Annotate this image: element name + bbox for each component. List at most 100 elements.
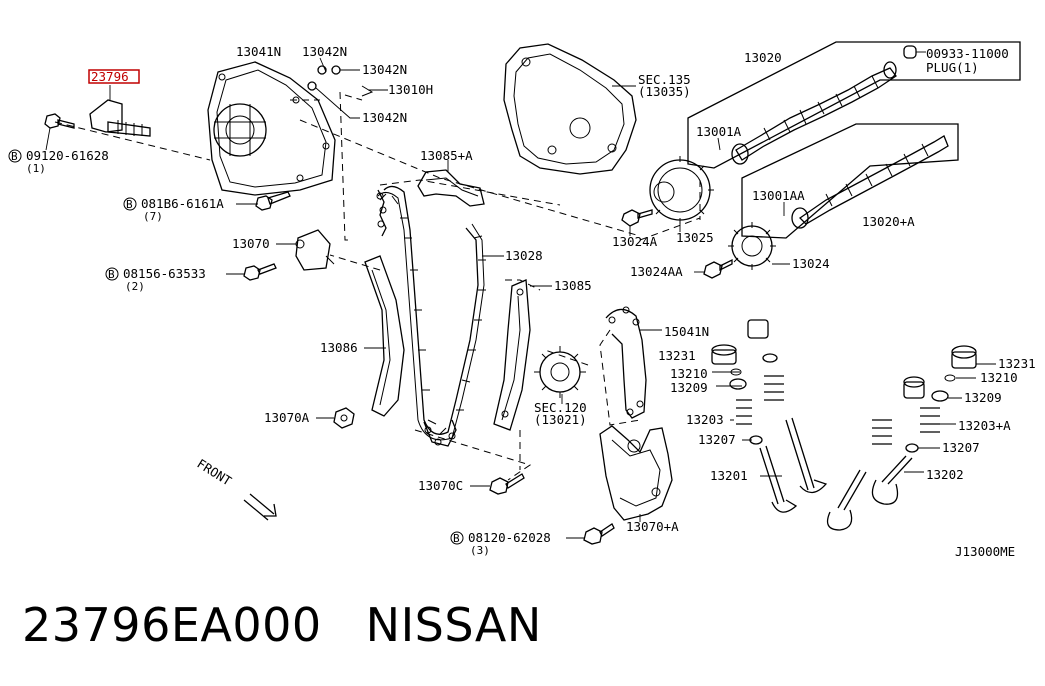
label-sec120[interactable]: SEC.120	[534, 400, 587, 415]
label-sec120-ref: (13021)	[534, 412, 587, 427]
label-13201[interactable]: 13201	[710, 468, 748, 483]
bolt-symbol	[123, 197, 137, 211]
label-13042N-a[interactable]: 13042N	[302, 44, 347, 59]
diagram-code: J13000ME	[955, 544, 1015, 559]
bolt-08120-62028	[566, 523, 615, 545]
spring-13203-left	[736, 399, 752, 425]
label-081B6-6161A[interactable]: 081B6-6161A	[141, 196, 224, 211]
bolt-13024A	[621, 209, 653, 236]
label-13042N-b[interactable]: 13042N	[362, 62, 407, 77]
label-13210-right[interactable]: 13210	[980, 370, 1018, 385]
part-caption: 23796EA000 NISSAN	[22, 598, 586, 652]
label-13024[interactable]: 13024	[792, 256, 830, 271]
label-plug: PLUG(1)	[926, 60, 979, 75]
front-cover-13041N	[207, 61, 336, 196]
keeper-13210-right	[944, 374, 956, 382]
spring-13203-plus-A	[920, 407, 940, 433]
highlight-box	[88, 69, 140, 84]
label-13203-plus-A[interactable]: 13203+A	[958, 418, 1011, 433]
vtc-sprocket-13025	[649, 156, 714, 232]
label-13209-right[interactable]: 13209	[964, 390, 1002, 405]
label-09120-61628[interactable]: 09120-61628	[26, 148, 109, 163]
valve-13201	[759, 445, 785, 505]
qty-081B6-6161A: (7)	[143, 210, 163, 223]
lifter-13231-left	[711, 349, 737, 365]
label-13070-plus-A[interactable]: 13070+A	[626, 519, 679, 534]
valve-13202	[881, 455, 913, 485]
plug-00933-11000	[903, 45, 926, 59]
label-13042N-c[interactable]: 13042N	[362, 110, 407, 125]
chain-guide-13085	[493, 279, 552, 431]
bolt-13024AA	[694, 258, 733, 279]
label-08156-63533[interactable]: 08156-63533	[123, 266, 206, 281]
label-15041N[interactable]: 15041N	[664, 324, 709, 339]
label-23796[interactable]: 23796	[91, 69, 129, 84]
label-13020[interactable]: 13020	[744, 50, 782, 65]
chain-upper-segment	[376, 189, 387, 237]
label-00933-11000[interactable]: 00933-11000	[926, 46, 1009, 61]
brand-name: NISSAN	[365, 598, 542, 652]
qty-08120-62028: (3)	[470, 544, 490, 557]
crank-sprocket	[534, 346, 586, 404]
bolt-symbol	[8, 149, 22, 163]
label-13025[interactable]: 13025	[676, 230, 714, 245]
label-13070A[interactable]: 13070A	[264, 410, 310, 425]
o-rings-13042N	[307, 57, 388, 119]
lifter-left	[747, 319, 769, 339]
camshaft-13020-plus-A	[783, 135, 949, 229]
label-13028[interactable]: 13028	[505, 248, 543, 263]
qty-08156-63533: (2)	[125, 280, 145, 293]
label-13020-plus-A[interactable]: 13020+A	[862, 214, 915, 229]
label-08120-62028[interactable]: 08120-62028	[468, 530, 551, 545]
timing-chain-diagram: 23796 13041N 13042N 13042N 13010H 13042N…	[8, 41, 1036, 559]
bolt-symbol-letter: B	[108, 268, 115, 281]
label-sec135[interactable]: SEC.135	[638, 72, 691, 87]
dashed-guides	[54, 91, 701, 481]
tensioner-13070-plus-A	[599, 425, 673, 522]
label-13202[interactable]: 13202	[926, 467, 964, 482]
label-13207-left[interactable]: 13207	[698, 432, 736, 447]
bolt-09120-61628	[44, 113, 75, 151]
bolt-081B6-6161A	[236, 191, 291, 211]
retainer-13209-right	[931, 390, 949, 402]
chain-guide-13085-plus-A	[417, 160, 485, 207]
bolt-symbol	[450, 531, 464, 545]
label-13041N[interactable]: 13041N	[236, 44, 281, 59]
label-13085-plus-A[interactable]: 13085+A	[420, 148, 473, 163]
seal-13207-right	[905, 443, 919, 453]
label-13207-right[interactable]: 13207	[942, 440, 980, 455]
label-13070[interactable]: 13070	[232, 236, 270, 251]
bolt-symbol	[105, 267, 119, 281]
label-13010H[interactable]: 13010H	[388, 82, 433, 97]
label-sec135-ref: (13035)	[638, 84, 691, 99]
valve-train-left	[711, 319, 828, 513]
label-13231-left[interactable]: 13231	[658, 348, 696, 363]
retainer-13209-left	[729, 378, 747, 390]
valve-train-right	[826, 345, 996, 531]
timing-cover-sec135	[503, 43, 637, 175]
bolt-symbol-letter: B	[126, 198, 133, 211]
timing-chain-13028	[377, 185, 504, 441]
label-13024AA[interactable]: 13024AA	[630, 264, 683, 279]
label-13024A[interactable]: 13024A	[612, 234, 658, 249]
camshaft-13020	[731, 61, 897, 165]
front-label: FRONT	[194, 456, 234, 489]
part-number: 23796EA000	[22, 598, 322, 652]
callout-labels: 23796 13041N 13042N 13042N 13010H 13042N…	[8, 44, 1036, 559]
bolt-symbol-letter: B	[11, 150, 18, 163]
label-13085[interactable]: 13085	[554, 278, 592, 293]
label-13210-left[interactable]: 13210	[670, 366, 708, 381]
label-13231-right[interactable]: 13231	[998, 356, 1036, 371]
label-13209-left[interactable]: 13209	[670, 380, 708, 395]
qty-09120-61628: (1)	[26, 162, 46, 175]
front-direction-indicator	[243, 493, 277, 521]
bolt-13070A	[316, 407, 355, 429]
bolt-08156-63533	[226, 263, 277, 281]
label-13001A[interactable]: 13001A	[696, 124, 742, 139]
label-13001AA[interactable]: 13001AA	[752, 188, 805, 203]
label-13086[interactable]: 13086	[320, 340, 358, 355]
intake-camshaft-box	[687, 41, 1021, 169]
label-13203[interactable]: 13203	[686, 412, 724, 427]
label-13070C[interactable]: 13070C	[418, 478, 463, 493]
